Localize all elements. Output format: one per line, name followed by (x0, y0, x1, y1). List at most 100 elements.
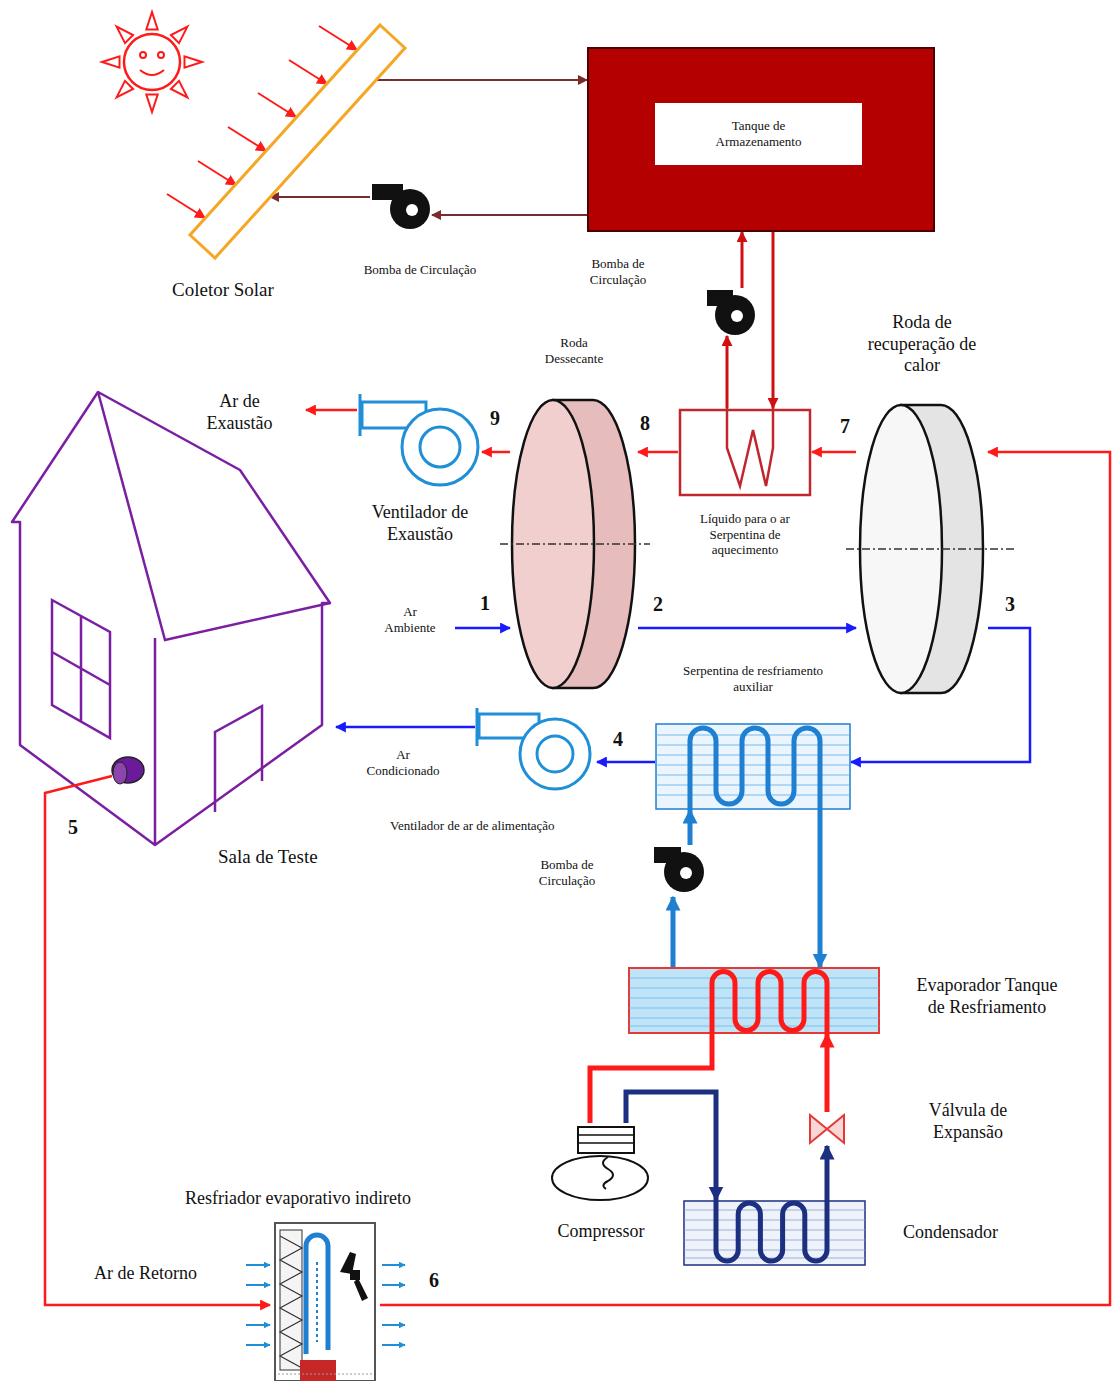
evaporative-cooler: Resfriador evaporativo indireto (270, 1222, 380, 1381)
callout-number: 8 (638, 411, 652, 435)
evaporative-cooler-graphic-part (280, 1230, 302, 1370)
circulation-pump-graphic-part (390, 189, 430, 229)
flow-line (688, 810, 693, 845)
node-label: Serpentina de resfriamento auxiliar (663, 663, 843, 694)
sun-part (117, 81, 134, 98)
callout-number: 9 (488, 406, 502, 430)
test-room-graphic-part-part (215, 706, 262, 812)
condenser-graphic (683, 1200, 866, 1266)
evaporative-cooler-graphic-part (280, 1236, 302, 1368)
condenser-graphic-part (684, 1201, 865, 1265)
flow-line (638, 451, 678, 454)
chiller-evaporator-graphic (628, 967, 880, 1034)
expansion-valve: Válvula de Expansão (808, 1112, 846, 1146)
air-label: Ar de Exaustão (195, 391, 284, 434)
cooling-coil-graphic-part (656, 724, 850, 809)
desiccant-wheel: Roda Dessecante (510, 335, 638, 690)
sun-part (102, 56, 120, 67)
exhaust-fan-graphic-part (359, 394, 362, 436)
callout-number: 2 (651, 592, 665, 616)
supply-fan: Ventilador de ar de alimentação (475, 708, 597, 792)
sun-part (124, 34, 180, 90)
callout-number: 3 (1003, 592, 1017, 616)
circulation-pump-graphic-part (731, 310, 743, 322)
compressor-graphic (550, 1123, 652, 1203)
circulation-pump: Bomba de Circulação (652, 845, 706, 897)
test-room-graphic-part-part (45, 776, 112, 876)
condenser-graphic-part (684, 1210, 865, 1258)
flow-line (45, 876, 270, 1305)
label-panel: Tanque de Armazenamento (655, 103, 862, 165)
node-label: Bomba de Circulação (573, 256, 663, 287)
circulation-pump-graphic (370, 182, 432, 230)
node-label: Roda de recuperação de calor (856, 312, 988, 377)
air-label: Ar Ambiente (378, 604, 442, 635)
circulation-pump-graphic (705, 288, 757, 336)
node-label: Ventilador de ar de alimentação (390, 818, 555, 834)
flow-line (597, 761, 655, 764)
test-room-graphic (8, 388, 336, 876)
expansion-valve-graphic (808, 1112, 846, 1146)
flow-line (825, 1034, 830, 1112)
flow-line (726, 336, 729, 408)
sun (102, 12, 202, 112)
sun-part (146, 95, 157, 113)
solar-collector-graphic (150, 15, 415, 295)
circulation-pump-graphic (652, 845, 706, 897)
callout-number: 4 (611, 727, 625, 751)
test-room-graphic-part-part (52, 600, 110, 738)
exhaust-fan-graphic-part (420, 427, 460, 467)
node-label: Ventilador de Exaustão (358, 502, 482, 545)
circulation-pump-graphic-part (664, 852, 704, 892)
expansion-valve-graphic-part (810, 1115, 844, 1143)
chiller-evaporator-graphic-part (712, 972, 827, 1035)
heating-coil-graphic-part (727, 408, 773, 486)
flow-line (812, 451, 856, 454)
flow-line (590, 1034, 712, 1123)
cooler-air-arrows-part (246, 1344, 270, 1346)
circulation-pump-graphic-part (406, 204, 418, 216)
desiccant-wheel-graphic (510, 335, 638, 690)
air-label: Ar Condicionado (360, 747, 446, 778)
solar-collector-graphic-part (190, 25, 405, 258)
heating-coil: Líquido para o ar Serpentina de aquecime… (678, 408, 812, 578)
node-label: Bomba de Circulação (522, 857, 612, 888)
cooler-air-arrows-part (382, 1264, 405, 1266)
air-label: Ar de Retorno (92, 1263, 199, 1285)
cooler-air-arrows-part (246, 1264, 270, 1266)
solar-collector: Coletor Solar (150, 15, 415, 295)
node-label: Resfriador evaporativo indireto (185, 1188, 411, 1210)
cooler-air-arrows-part (382, 1284, 405, 1286)
node-label: Líquido para o ar Serpentina de aquecime… (678, 511, 812, 558)
solar-rays-part (258, 93, 296, 117)
compressor-graphic-part (578, 1135, 634, 1143)
chiller-evaporator: Evaporador Tanque de Resfriamento (628, 967, 880, 1034)
test-room-graphic-part-part (98, 392, 330, 845)
callout-number: 5 (66, 815, 80, 839)
exhaust-fan-graphic-part (402, 409, 478, 485)
node-label: Roda Dessecante (534, 335, 614, 366)
ambient-air-arrow (455, 627, 510, 630)
desiccant-wheel-graphic-part (500, 543, 650, 545)
flow-line (638, 627, 856, 630)
evaporative-cooler-graphic-part (306, 1235, 328, 1354)
solar-rays-part (228, 127, 266, 151)
cooling-coil: Serpentina de resfriamento auxiliar (655, 723, 851, 810)
evaporative-cooler-graphic-part (316, 1262, 318, 1342)
circulation-pump-graphic-part (680, 867, 692, 879)
supply-fan-graphic-part (476, 708, 479, 746)
solar-rays-part (167, 194, 205, 218)
callout-number: 7 (838, 414, 852, 438)
cooling-coil-graphic (655, 723, 851, 810)
sun-part (171, 27, 188, 43)
test-room: Sala de Teste (8, 388, 336, 876)
sun-part (171, 81, 188, 98)
supply-fan-graphic-part (520, 719, 590, 789)
circulation-pump: Bomba de Circulação (370, 182, 432, 230)
evaporative-cooler-graphic (270, 1222, 380, 1381)
circulation-pump-graphic-part (715, 295, 755, 335)
test-room-graphic-part (12, 392, 330, 876)
solar-rays-part (289, 60, 327, 84)
node-label: Coletor Solar (172, 279, 274, 302)
node-label: Bomba de Circulação (340, 262, 500, 278)
